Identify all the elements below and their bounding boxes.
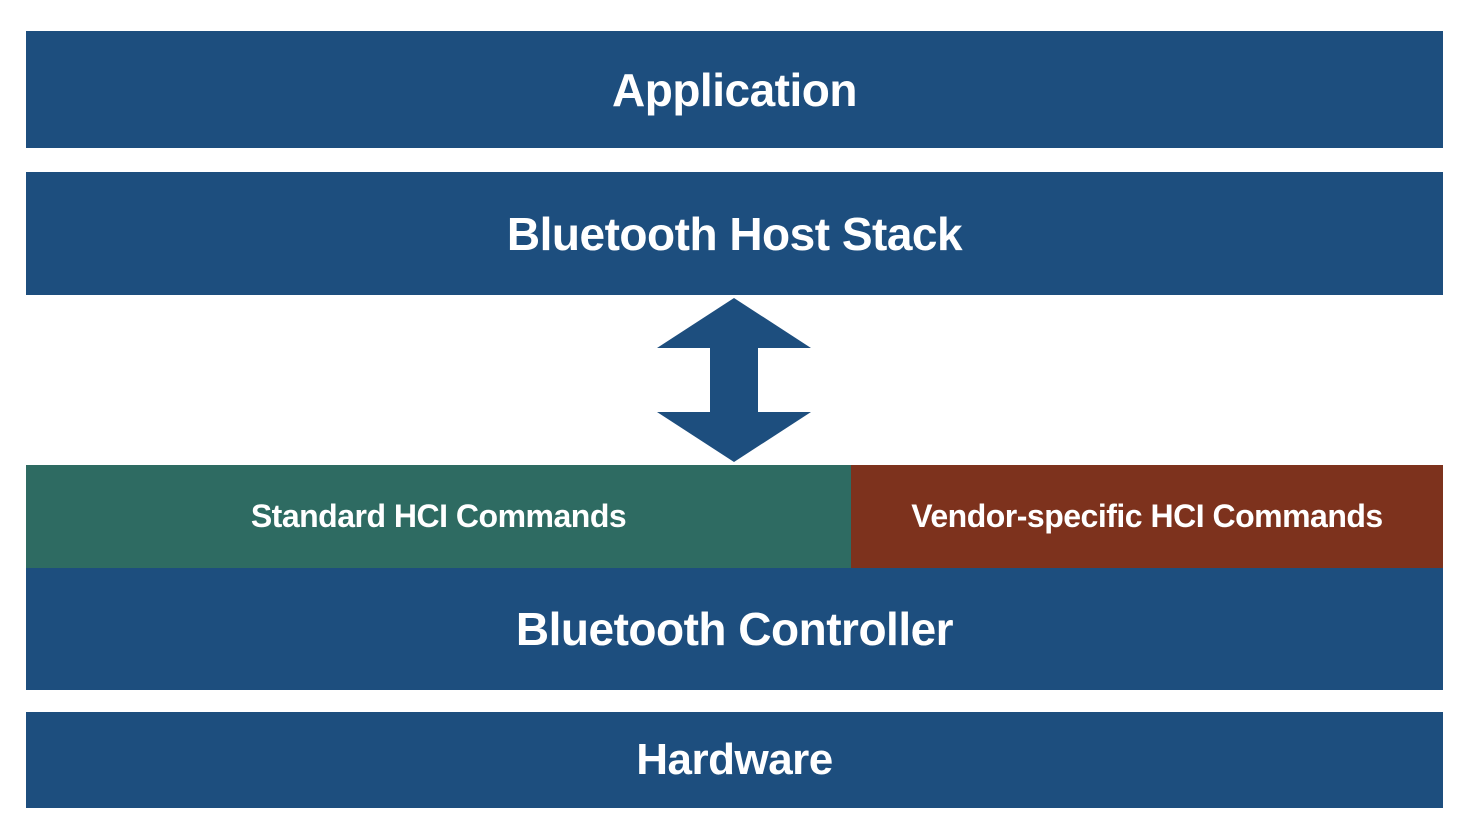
- layer-bluetooth-host-stack-label: Bluetooth Host Stack: [506, 207, 963, 260]
- layer-bluetooth-host-stack: Bluetooth Host Stack: [26, 172, 1443, 295]
- layer-bluetooth-controller: Bluetooth Controller: [26, 568, 1443, 690]
- double-headed-arrow-icon: [657, 298, 811, 462]
- hci-interface-double-arrow-icon: [655, 296, 813, 464]
- layer-vendor-specific-hci-commands-label: Vendor-specific HCI Commands: [911, 498, 1383, 534]
- hci-commands-row: Standard HCI Commands Vendor-specific HC…: [26, 465, 1443, 568]
- layer-standard-hci-commands: Standard HCI Commands: [26, 465, 851, 568]
- layer-standard-hci-commands-label: Standard HCI Commands: [250, 498, 627, 534]
- layer-bluetooth-controller-label: Bluetooth Controller: [515, 603, 954, 655]
- layer-application-label: Application: [612, 63, 857, 116]
- layer-vendor-specific-hci-commands: Vendor-specific HCI Commands: [851, 465, 1443, 568]
- layer-hardware-label: Hardware: [636, 735, 833, 784]
- layer-application: Application: [26, 31, 1443, 148]
- double-arrow-shape: [657, 298, 811, 462]
- layer-hardware: Hardware: [26, 712, 1443, 808]
